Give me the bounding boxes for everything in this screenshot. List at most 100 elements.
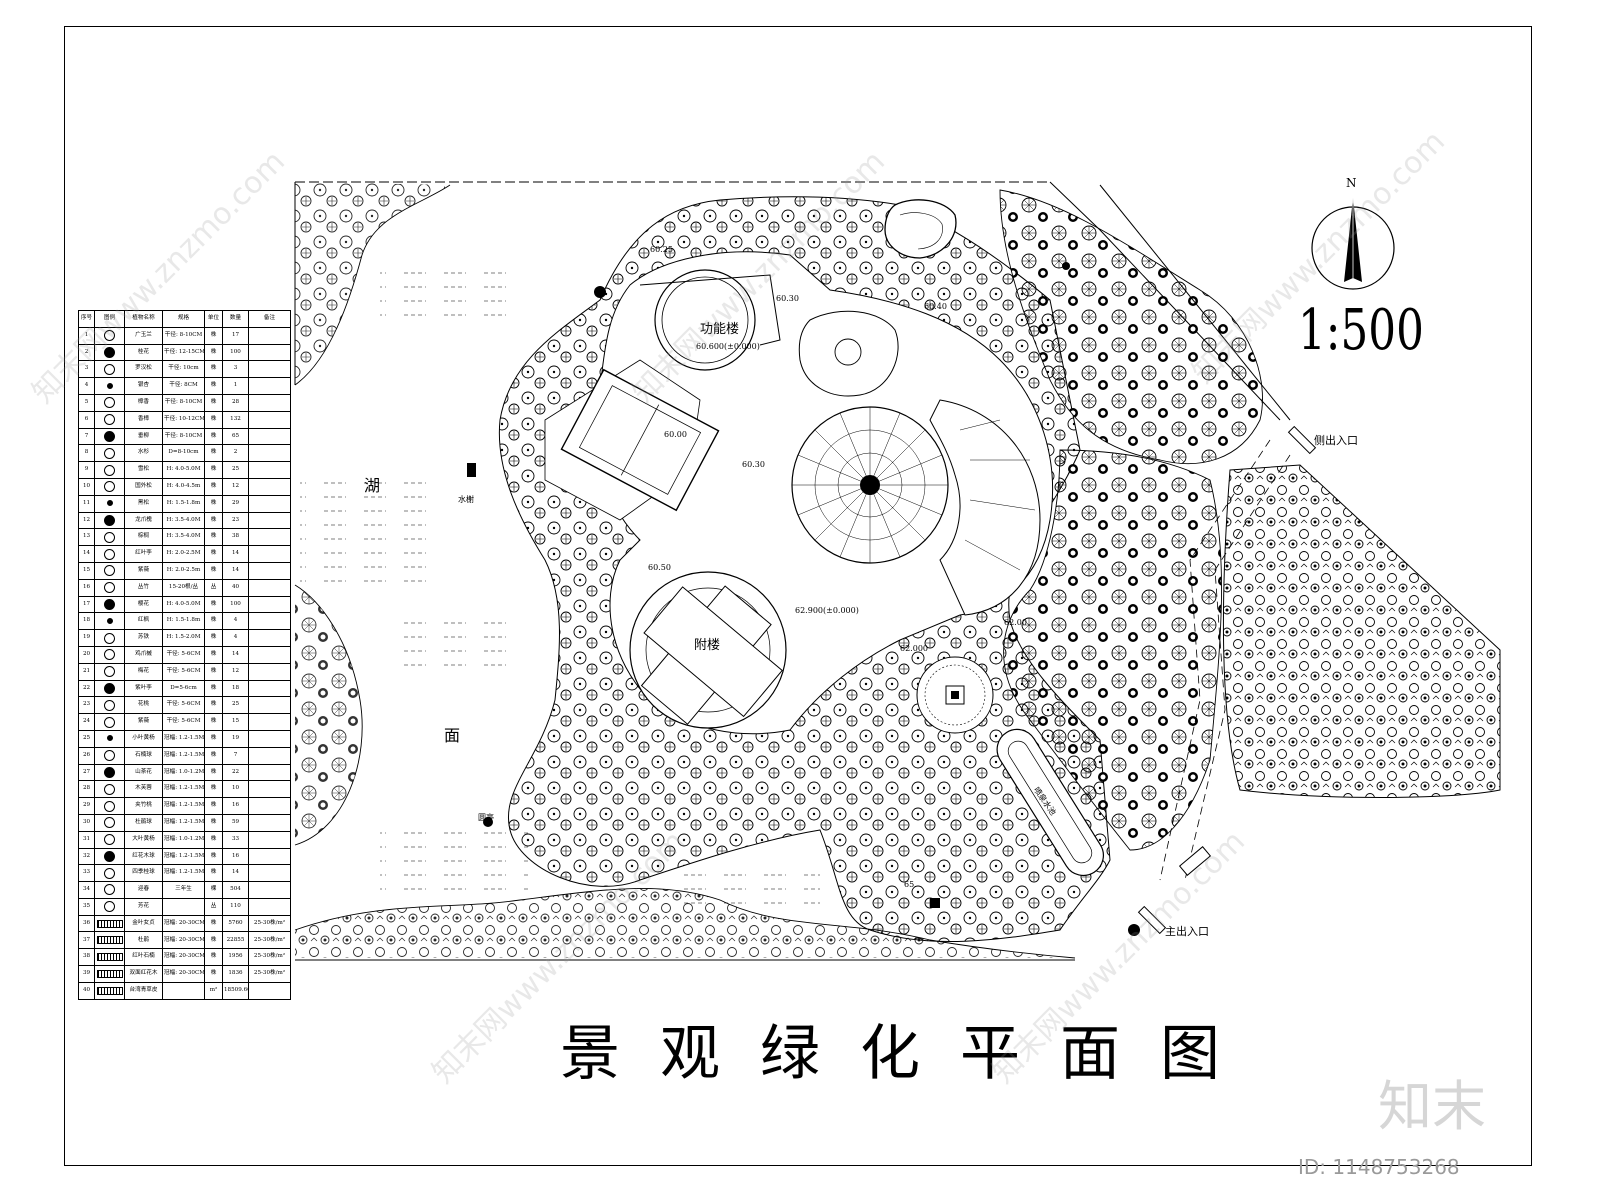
legend-cell [248,645,291,664]
legend-cell: 株 [204,830,223,849]
legend-index: 27 [78,763,95,782]
legend-cell: 株 [204,864,223,883]
plant-symbol-icon [104,464,115,476]
legend-cell: 四季桂球 [124,864,163,883]
legend-symbol-cell [94,830,125,849]
legend-cell [248,393,291,412]
legend-cell: 株 [204,914,223,933]
legend-cell: 株 [204,746,223,765]
legend-cell: 18509.66 [222,981,249,1000]
legend-cell: 桂花 [124,343,163,362]
plant-symbol-icon [104,481,115,493]
elevation-label: 60.25 [650,245,673,254]
legend-cell [248,326,291,345]
legend-symbol-cell [94,847,125,866]
legend-cell [248,713,291,731]
legend-cell: 鸡爪槭 [124,645,163,664]
legend-symbol-cell [94,713,125,731]
legend-cell [248,477,291,496]
legend-cell: 4 [222,629,249,647]
legend-cell [248,847,291,866]
legend-cell: 干径: 8-10CM [162,393,205,412]
legend-cell: 香樟 [124,410,163,429]
water-pavilion-marker [467,463,476,477]
plant-symbol-icon [104,346,115,358]
legend-cell: H: 2.0-2.5M [162,545,205,563]
legend-cell: 芳花 [124,897,163,916]
legend-cell [248,360,291,379]
plant-symbol-icon [104,766,115,778]
plant-symbol-icon [104,397,115,409]
side-entrance-label: 侧出入口 [1314,434,1358,447]
legend-cell: 丛竹 [124,578,163,597]
legend-cell [248,343,291,362]
legend-symbol-cell [94,477,125,496]
annex-building [629,571,787,729]
legend-symbol-cell [94,629,125,647]
legend-cell: 25 [222,696,249,715]
legend-cell: 红叶李 [124,545,163,563]
legend-cell: 国外松 [124,477,163,496]
water-pavilion-label: 水榭 [458,495,474,504]
legend-cell: 冠幅: 1.2-1.5M [162,729,205,748]
watermark-id: ID: 1148753268 [1298,1155,1460,1179]
legend-cell [248,427,291,446]
legend-cell: 罗汉松 [124,360,163,379]
plant-symbol-icon [104,850,115,862]
lake-label-2: 面 [444,726,461,745]
legend-cell: 株 [204,393,223,412]
legend-cell: 株 [204,696,223,715]
legend-cell: H: 3.5-4.0M [162,528,205,547]
legend-cell: 垂柳 [124,427,163,446]
legend-index: 36 [78,914,95,933]
marker-dot-3 [1128,924,1140,936]
legend-symbol-cell [94,813,125,832]
legend-cell: 10 [222,780,249,799]
legend-header: 规格 [162,310,205,328]
legend-cell: 株 [204,343,223,362]
plant-symbol-icon [104,531,115,543]
legend-cell: 15-20根/丛 [162,578,205,597]
plant-symbol-icon [106,617,113,624]
plant-symbol-icon [104,330,115,342]
legend-symbol-cell [94,511,125,530]
legend-cell: 石楠球 [124,746,163,765]
legend-cell: 双面红花木 [124,965,163,983]
legend-cell: 12 [222,662,249,681]
legend-cell: 12 [222,477,249,496]
legend-header: 单位 [204,310,223,328]
legend-cell [248,444,291,463]
legend-cell: 4 [222,612,249,631]
legend-cell: 迎春 [124,881,163,899]
legend-cell: 14 [222,561,249,580]
legend-cell: 苏铁 [124,629,163,647]
legend-symbol-cell [94,897,125,916]
elevation-label: 60.600(±0.000) [696,342,760,351]
legend-cell: 株 [204,326,223,345]
legend-index: 12 [78,511,95,530]
plant-symbol-icon [104,632,115,644]
legend-cell [248,729,291,748]
legend-cell [248,545,291,563]
plant-symbol-icon [104,548,115,560]
plant-symbol-icon [104,867,115,879]
legend-cell: 株 [204,410,223,429]
legend-cell [248,679,291,698]
legend-cell: 株 [204,931,223,950]
plant-symbol-icon [104,884,115,896]
legend-symbol-cell [94,881,125,899]
plant-symbol-icon [96,919,123,928]
legend-cell: 25 [222,461,249,479]
legend-cell: 16 [222,797,249,815]
legend-index: 14 [78,545,95,563]
plant-symbol-icon [104,666,115,678]
function-building-label: 功能楼 [700,322,740,337]
